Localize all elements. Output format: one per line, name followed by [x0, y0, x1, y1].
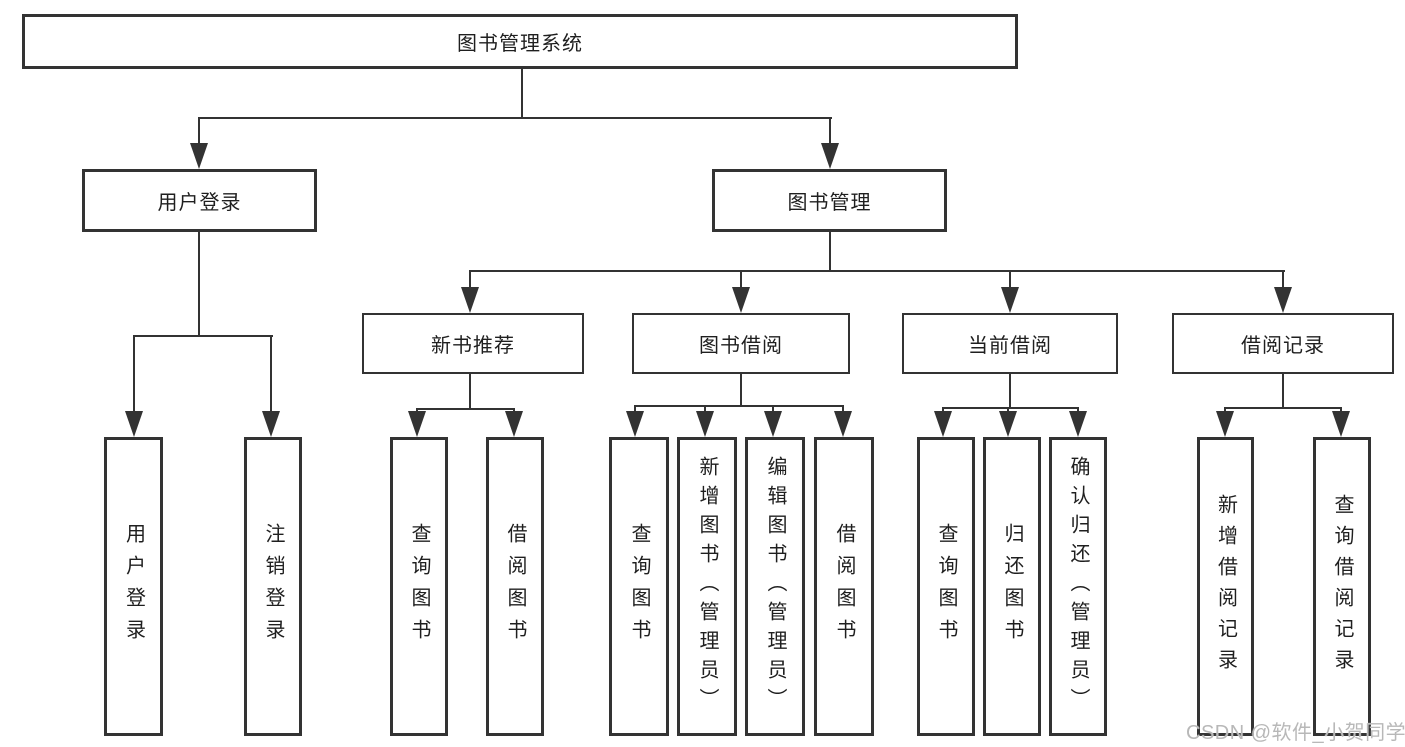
connector-borrow-branch [634, 405, 844, 407]
arrowhead-down-icon [999, 411, 1017, 437]
leaf-label: 注销登录 [262, 522, 284, 651]
arrowhead-down-icon [834, 411, 852, 437]
node-borrow-records: 借阅记录 [1172, 313, 1394, 374]
connector-arrow-shaft [1282, 270, 1284, 290]
connector-arrow-shaft [942, 407, 944, 414]
node-library-system: 图书管理系统 [22, 14, 1018, 69]
connector-records-branch [1224, 407, 1342, 409]
connector-arrow-shaft [1224, 407, 1226, 414]
arrowhead-down-icon [125, 411, 143, 437]
arrowhead-down-icon [1069, 411, 1087, 437]
connector-records-stem [1282, 374, 1284, 409]
node-current-borrow: 当前借阅 [902, 313, 1118, 374]
arrowhead-down-icon [764, 411, 782, 437]
leaf-query-borrow-record: 查询借阅记录 [1313, 437, 1371, 736]
connector-arrow-shaft [270, 335, 272, 415]
connector-arrow-shaft [1007, 407, 1009, 414]
arrowhead-down-icon [934, 411, 952, 437]
leaf-user-login: 用户登录 [104, 437, 163, 736]
leaf-label: 借阅图书 [833, 522, 855, 651]
node-new-book-recommend: 新书推荐 [362, 313, 584, 374]
node-user-login: 用户登录 [82, 169, 317, 232]
leaf-label: 新增借阅记录 [1214, 493, 1237, 680]
leaf-label: 新增图书（管理员） [696, 456, 718, 717]
leaf-add-books-admin: 新增图书（管理员） [677, 437, 737, 736]
leaf-label: 归还图书 [1001, 522, 1023, 651]
connector-arrow-shaft [634, 405, 636, 414]
leaf-return-books: 归还图书 [983, 437, 1041, 736]
leaf-logout: 注销登录 [244, 437, 302, 736]
arrowhead-down-icon [1216, 411, 1234, 437]
arrowhead-down-icon [821, 143, 839, 169]
connector-arrow-shaft [1077, 407, 1079, 414]
arrowhead-down-icon [505, 411, 523, 437]
connector-root-stem [521, 69, 523, 118]
arrowhead-down-icon [1274, 287, 1292, 313]
arrowhead-down-icon [696, 411, 714, 437]
leaf-label: 查询借阅记录 [1331, 493, 1353, 680]
connector-arrow-shaft [1009, 270, 1011, 290]
leaf-recommend-borrow-books: 借阅图书 [486, 437, 544, 736]
connector-arrow-shaft [704, 405, 706, 414]
connector-newrec-branch [416, 408, 515, 410]
connector-arrow-shaft [133, 335, 135, 415]
connector-login-stem [198, 232, 200, 337]
leaf-current-query-books: 查询图书 [917, 437, 975, 736]
arrowhead-down-icon [262, 411, 280, 437]
connector-arrow-shaft [1340, 407, 1342, 414]
leaf-label: 确认归还（管理员） [1067, 456, 1089, 717]
leaf-label: 查询图书 [408, 522, 430, 651]
leaf-label: 查询图书 [628, 522, 650, 651]
leaf-borrow-query-books: 查询图书 [609, 437, 669, 736]
leaf-edit-books-admin: 编辑图书（管理员） [745, 437, 805, 736]
leaf-confirm-return-admin: 确认归还（管理员） [1049, 437, 1107, 736]
connector-newrec-stem [469, 374, 471, 410]
connector-current-branch [942, 407, 1079, 409]
connector-login-branch [133, 335, 273, 337]
arrowhead-down-icon [1001, 287, 1019, 313]
connector-mgmt-stem [829, 232, 831, 272]
leaf-label: 编辑图书（管理员） [764, 456, 786, 717]
connector-arrow-shaft [198, 117, 200, 147]
leaf-label: 查询图书 [935, 522, 957, 651]
connector-arrow-shaft [469, 270, 471, 290]
csdn-watermark: CSDN @软件_小贺同学 [1186, 722, 1405, 744]
leaf-borrow-books: 借阅图书 [814, 437, 874, 736]
arrowhead-down-icon [1332, 411, 1350, 437]
connector-level3-branch [469, 270, 1285, 272]
leaf-recommend-query-books: 查询图书 [390, 437, 448, 736]
node-book-management: 图书管理 [712, 169, 947, 232]
arrowhead-down-icon [461, 287, 479, 313]
arrowhead-down-icon [408, 411, 426, 437]
connector-arrow-shaft [772, 405, 774, 414]
leaf-add-borrow-record: 新增借阅记录 [1197, 437, 1254, 736]
node-book-borrow: 图书借阅 [632, 313, 850, 374]
leaf-label: 借阅图书 [504, 522, 526, 651]
connector-level2-branch [198, 117, 832, 119]
connector-current-stem [1009, 374, 1011, 409]
connector-borrow-stem [740, 374, 742, 407]
leaf-label: 用户登录 [122, 522, 145, 651]
connector-arrow-shaft [740, 270, 742, 290]
arrowhead-down-icon [626, 411, 644, 437]
connector-arrow-shaft [842, 405, 844, 414]
arrowhead-down-icon [732, 287, 750, 313]
connector-arrow-shaft [829, 117, 831, 147]
arrowhead-down-icon [190, 143, 208, 169]
